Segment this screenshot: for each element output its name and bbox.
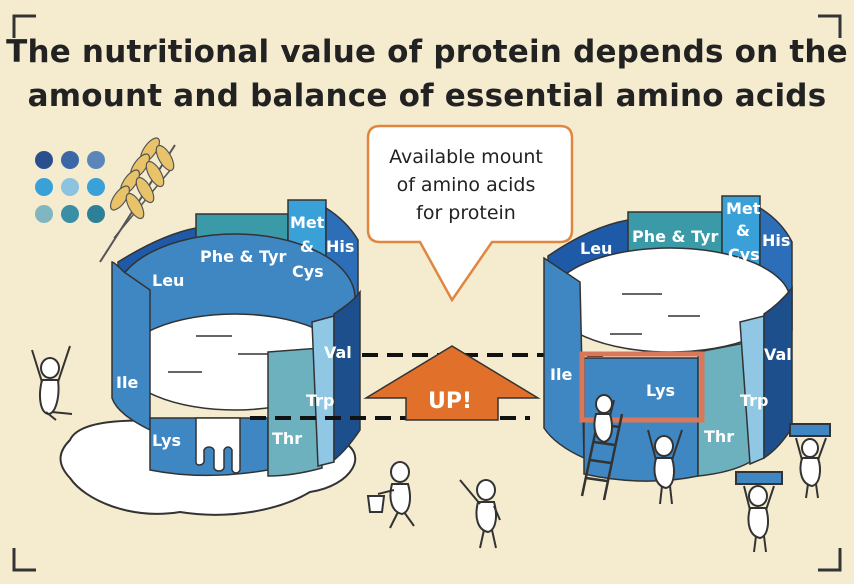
right-stave-phe-tyr: Phe & Tyr: [632, 227, 719, 246]
callout-line-2: of amino acids: [368, 171, 564, 199]
callout-line-1: Available mount: [368, 143, 564, 171]
left-stave-phe-tyr: Phe & Tyr: [200, 247, 287, 266]
right-stave-amp: &: [736, 221, 750, 240]
left-stave-val: Val: [324, 343, 352, 362]
up-arrow-label: UP!: [428, 389, 472, 414]
bucket-icon: [368, 496, 384, 512]
left-stave-met: Met: [290, 213, 325, 232]
left-stave-his: His: [326, 237, 354, 256]
callout-line-3: for protein: [368, 199, 564, 227]
right-stave-his: His: [762, 231, 790, 250]
right-stave-lys: Lys: [646, 381, 675, 400]
stick-person-icon: [460, 480, 500, 548]
right-stave-leu: Leu: [580, 239, 612, 258]
left-stave-leu: Leu: [152, 271, 184, 290]
stick-person-icon: [790, 424, 830, 498]
left-stave-amp: &: [300, 237, 314, 256]
blue-dot-grid-icon: [35, 151, 105, 223]
right-stave-val: Val: [764, 345, 792, 364]
stick-person-icon: [736, 472, 782, 552]
right-stave-trp: Trp: [740, 391, 769, 410]
left-stave-lys: Lys: [152, 431, 181, 450]
left-stave-cys: Cys: [292, 262, 324, 281]
callout-text: Available mount of amino acids for prote…: [368, 143, 564, 227]
stick-person-icon: [594, 395, 614, 442]
right-stave-cys: Cys: [728, 245, 760, 264]
left-stave-trp: Trp: [306, 391, 335, 410]
right-stave-ile: Ile: [550, 365, 572, 384]
stick-person-icon: [32, 346, 72, 420]
left-stave-ile: Ile: [116, 373, 138, 392]
right-stave-thr: Thr: [704, 427, 734, 446]
right-stave-met: Met: [726, 199, 761, 218]
left-stave-thr: Thr: [272, 429, 302, 448]
